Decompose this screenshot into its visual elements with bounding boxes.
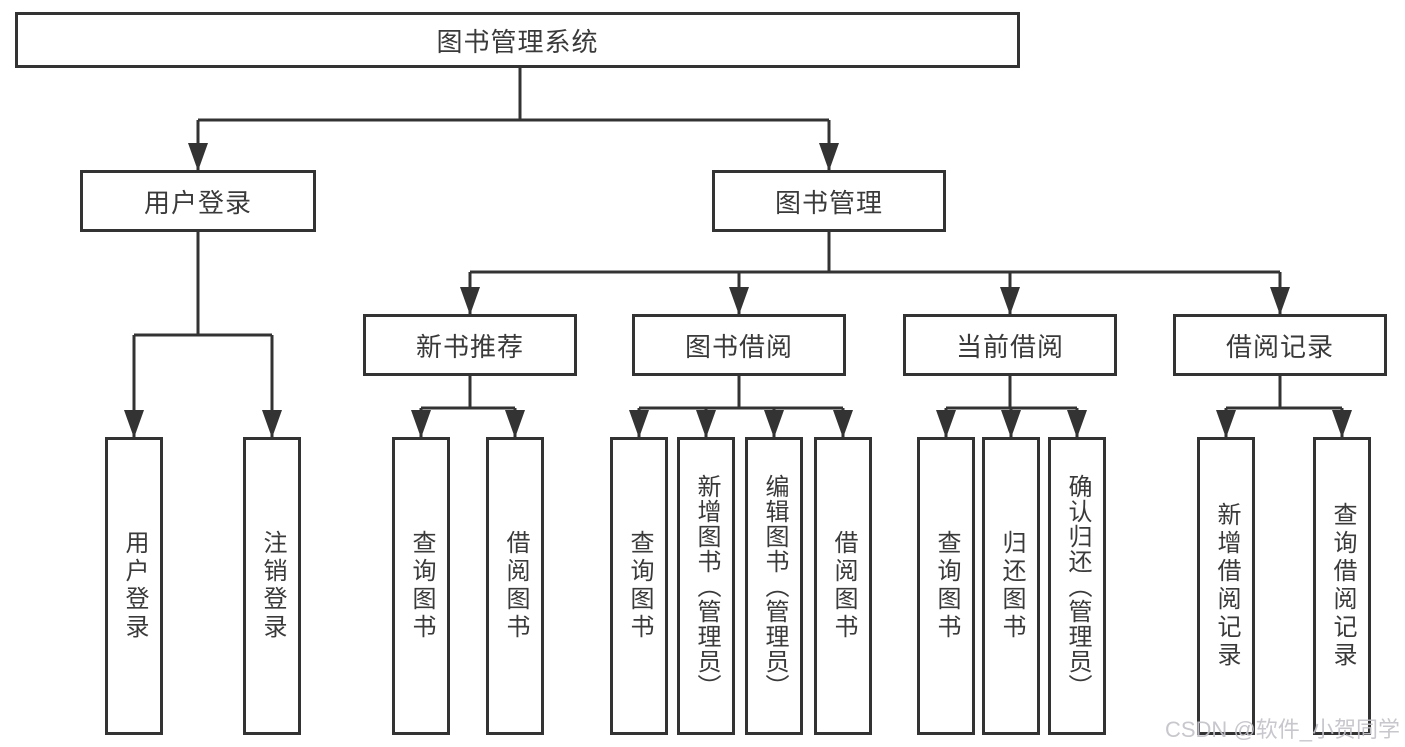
- leaf-edit-books-admin-label: 编辑图书（管理员）: [761, 473, 788, 699]
- csdn-watermark: CSDN @软件_小贺同学: [1164, 717, 1400, 742]
- leaf-return-books-label: 归还图书: [998, 530, 1025, 642]
- node-root: 图书管理系统: [15, 12, 1020, 68]
- leaf-query-books-recommend-label: 查询图书: [408, 530, 435, 642]
- leaf-edit-books-admin: 编辑图书（管理员）: [745, 437, 803, 735]
- leaf-query-books-recommend: 查询图书: [392, 437, 450, 735]
- leaf-confirm-return-admin: 确认归还（管理员）: [1048, 437, 1106, 735]
- node-root-label: 图书管理系统: [436, 26, 599, 57]
- leaf-confirm-return-admin-label: 确认归还（管理员）: [1064, 473, 1091, 699]
- node-book-borrow: 图书借阅: [632, 314, 846, 376]
- leaf-add-books-admin: 新增图书（管理员）: [677, 437, 735, 735]
- node-book-management-label: 图书管理: [774, 187, 883, 218]
- leaf-borrow-books-borrow-label: 借阅图书: [830, 530, 857, 642]
- leaf-add-borrow-record-label: 新增借阅记录: [1213, 502, 1240, 670]
- leaf-query-borrow-record-label: 查询借阅记录: [1329, 502, 1356, 670]
- leaf-borrow-books-borrow: 借阅图书: [814, 437, 872, 735]
- leaf-query-books-borrow-label: 查询图书: [626, 530, 653, 642]
- node-user-login-label: 用户登录: [143, 187, 252, 218]
- leaf-query-books-borrow: 查询图书: [610, 437, 668, 735]
- node-current-borrow: 当前借阅: [903, 314, 1117, 376]
- leaf-return-books: 归还图书: [982, 437, 1040, 735]
- leaf-query-borrow-record: 查询借阅记录: [1313, 437, 1371, 735]
- node-current-borrow-label: 当前借阅: [955, 331, 1064, 362]
- leaf-borrow-books-recommend-label: 借阅图书: [502, 530, 529, 642]
- leaf-logout-label: 注销登录: [259, 530, 286, 642]
- leaf-logout: 注销登录: [243, 437, 301, 735]
- node-book-borrow-label: 图书借阅: [684, 331, 793, 362]
- leaf-add-borrow-record: 新增借阅记录: [1197, 437, 1255, 735]
- leaf-query-books-current-label: 查询图书: [933, 530, 960, 642]
- node-borrow-records-label: 借阅记录: [1225, 331, 1334, 362]
- leaf-user-login: 用户登录: [105, 437, 163, 735]
- leaf-borrow-books-recommend: 借阅图书: [486, 437, 544, 735]
- node-book-management: 图书管理: [712, 170, 946, 232]
- node-user-login: 用户登录: [80, 170, 316, 232]
- node-new-book-recommend-label: 新书推荐: [415, 331, 524, 362]
- leaf-user-login-label: 用户登录: [121, 530, 148, 642]
- node-new-book-recommend: 新书推荐: [363, 314, 577, 376]
- leaf-query-books-current: 查询图书: [917, 437, 975, 735]
- leaf-add-books-admin-label: 新增图书（管理员）: [693, 473, 720, 699]
- node-borrow-records: 借阅记录: [1173, 314, 1387, 376]
